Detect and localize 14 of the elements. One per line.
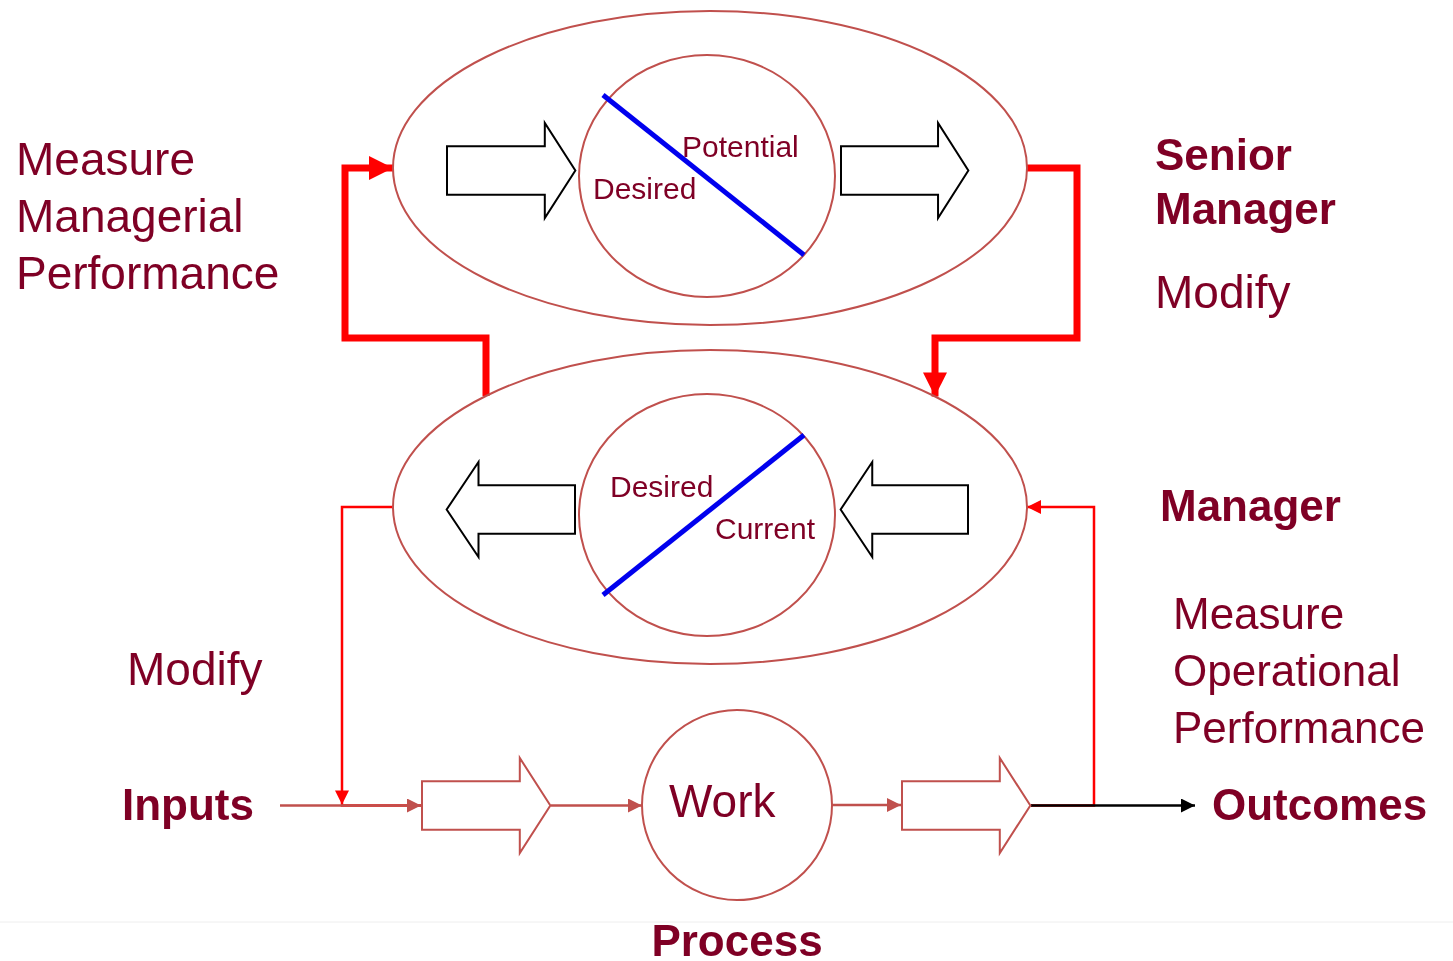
text-label: Modify — [1155, 265, 1292, 320]
text-label: Process — [650, 915, 824, 961]
node-label: Desired — [593, 172, 697, 207]
node-label: Inputs — [122, 780, 254, 831]
node-label: Work — [669, 775, 776, 828]
node-label: Outcomes — [1212, 780, 1428, 831]
text-label: Manager — [1160, 480, 1342, 532]
text-label: Measure Operational Performance — [1173, 588, 1426, 754]
node-label: Current — [715, 512, 816, 547]
text-label: Measure Managerial Performance — [16, 132, 281, 301]
node-label: Potential — [682, 130, 799, 165]
node-label: Desired — [610, 470, 714, 505]
text-label: Senior Manager — [1155, 129, 1337, 235]
text-label: Modify — [127, 642, 264, 697]
